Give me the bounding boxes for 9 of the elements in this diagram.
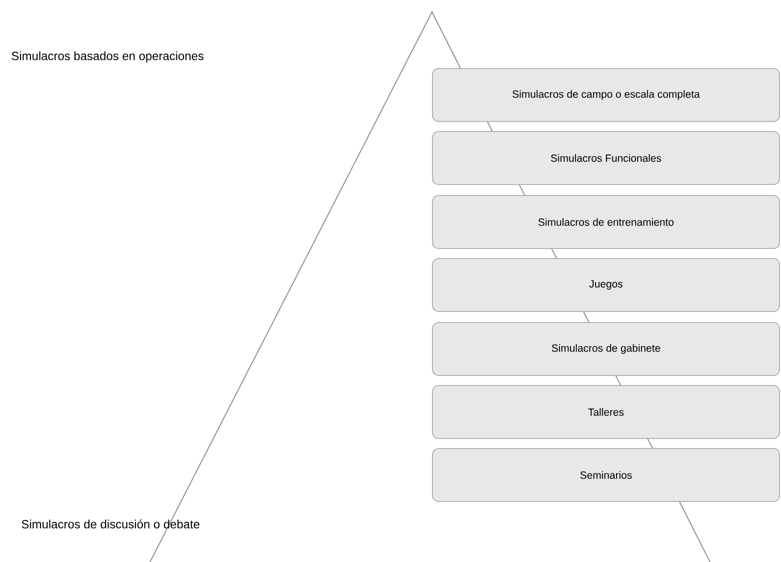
level-box: Seminarios <box>432 448 780 502</box>
level-box: Simulacros Funcionales <box>432 131 780 185</box>
level-box: Juegos <box>432 258 780 312</box>
level-box: Simulacros de campo o escala completa <box>432 68 780 122</box>
level-label: Simulacros basados en operaciones <box>12 51 204 63</box>
level-label: Simulacros de discusión o debate <box>22 520 200 528</box>
level-box: Talleres <box>432 385 780 439</box>
level-box: Simulacros de gabinete <box>432 322 780 376</box>
level-box: Simulacros de entrenamiento <box>432 195 780 249</box>
